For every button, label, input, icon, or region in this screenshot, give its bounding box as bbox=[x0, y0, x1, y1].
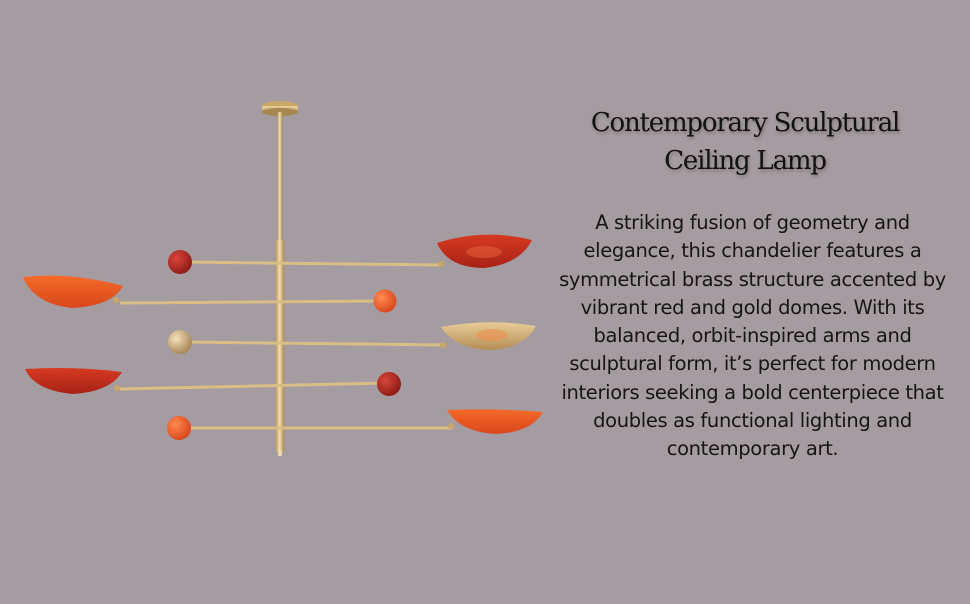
central-column bbox=[275, 240, 285, 452]
gold-counterweight-ball bbox=[168, 330, 192, 354]
red-dome-shade bbox=[437, 234, 532, 268]
orange-counterweight-ball-2 bbox=[167, 416, 191, 440]
red-counterweight-ball bbox=[168, 250, 192, 274]
red-dome-shade-2 bbox=[25, 368, 122, 394]
arm-2 bbox=[23, 275, 397, 313]
product-description: A striking fusion of geometry and elegan… bbox=[559, 211, 946, 461]
product-title-line-1: Contemporary Sculptural bbox=[590, 108, 901, 138]
orange-counterweight-ball bbox=[373, 289, 397, 313]
arm-4 bbox=[25, 368, 401, 396]
arm-5 bbox=[167, 409, 543, 440]
orange-dome-shade bbox=[23, 275, 123, 308]
orange-dome-shade-2 bbox=[447, 409, 543, 434]
arm-3 bbox=[168, 322, 536, 354]
arm-1 bbox=[168, 234, 532, 274]
product-image-chandelier bbox=[23, 101, 543, 456]
product-title-line-2: Ceiling Lamp bbox=[664, 146, 827, 176]
upper-stem bbox=[277, 112, 283, 242]
product-title: Contemporary Sculptural Ceiling Lamp bbox=[545, 104, 945, 180]
red-counterweight-ball-2 bbox=[377, 372, 401, 396]
